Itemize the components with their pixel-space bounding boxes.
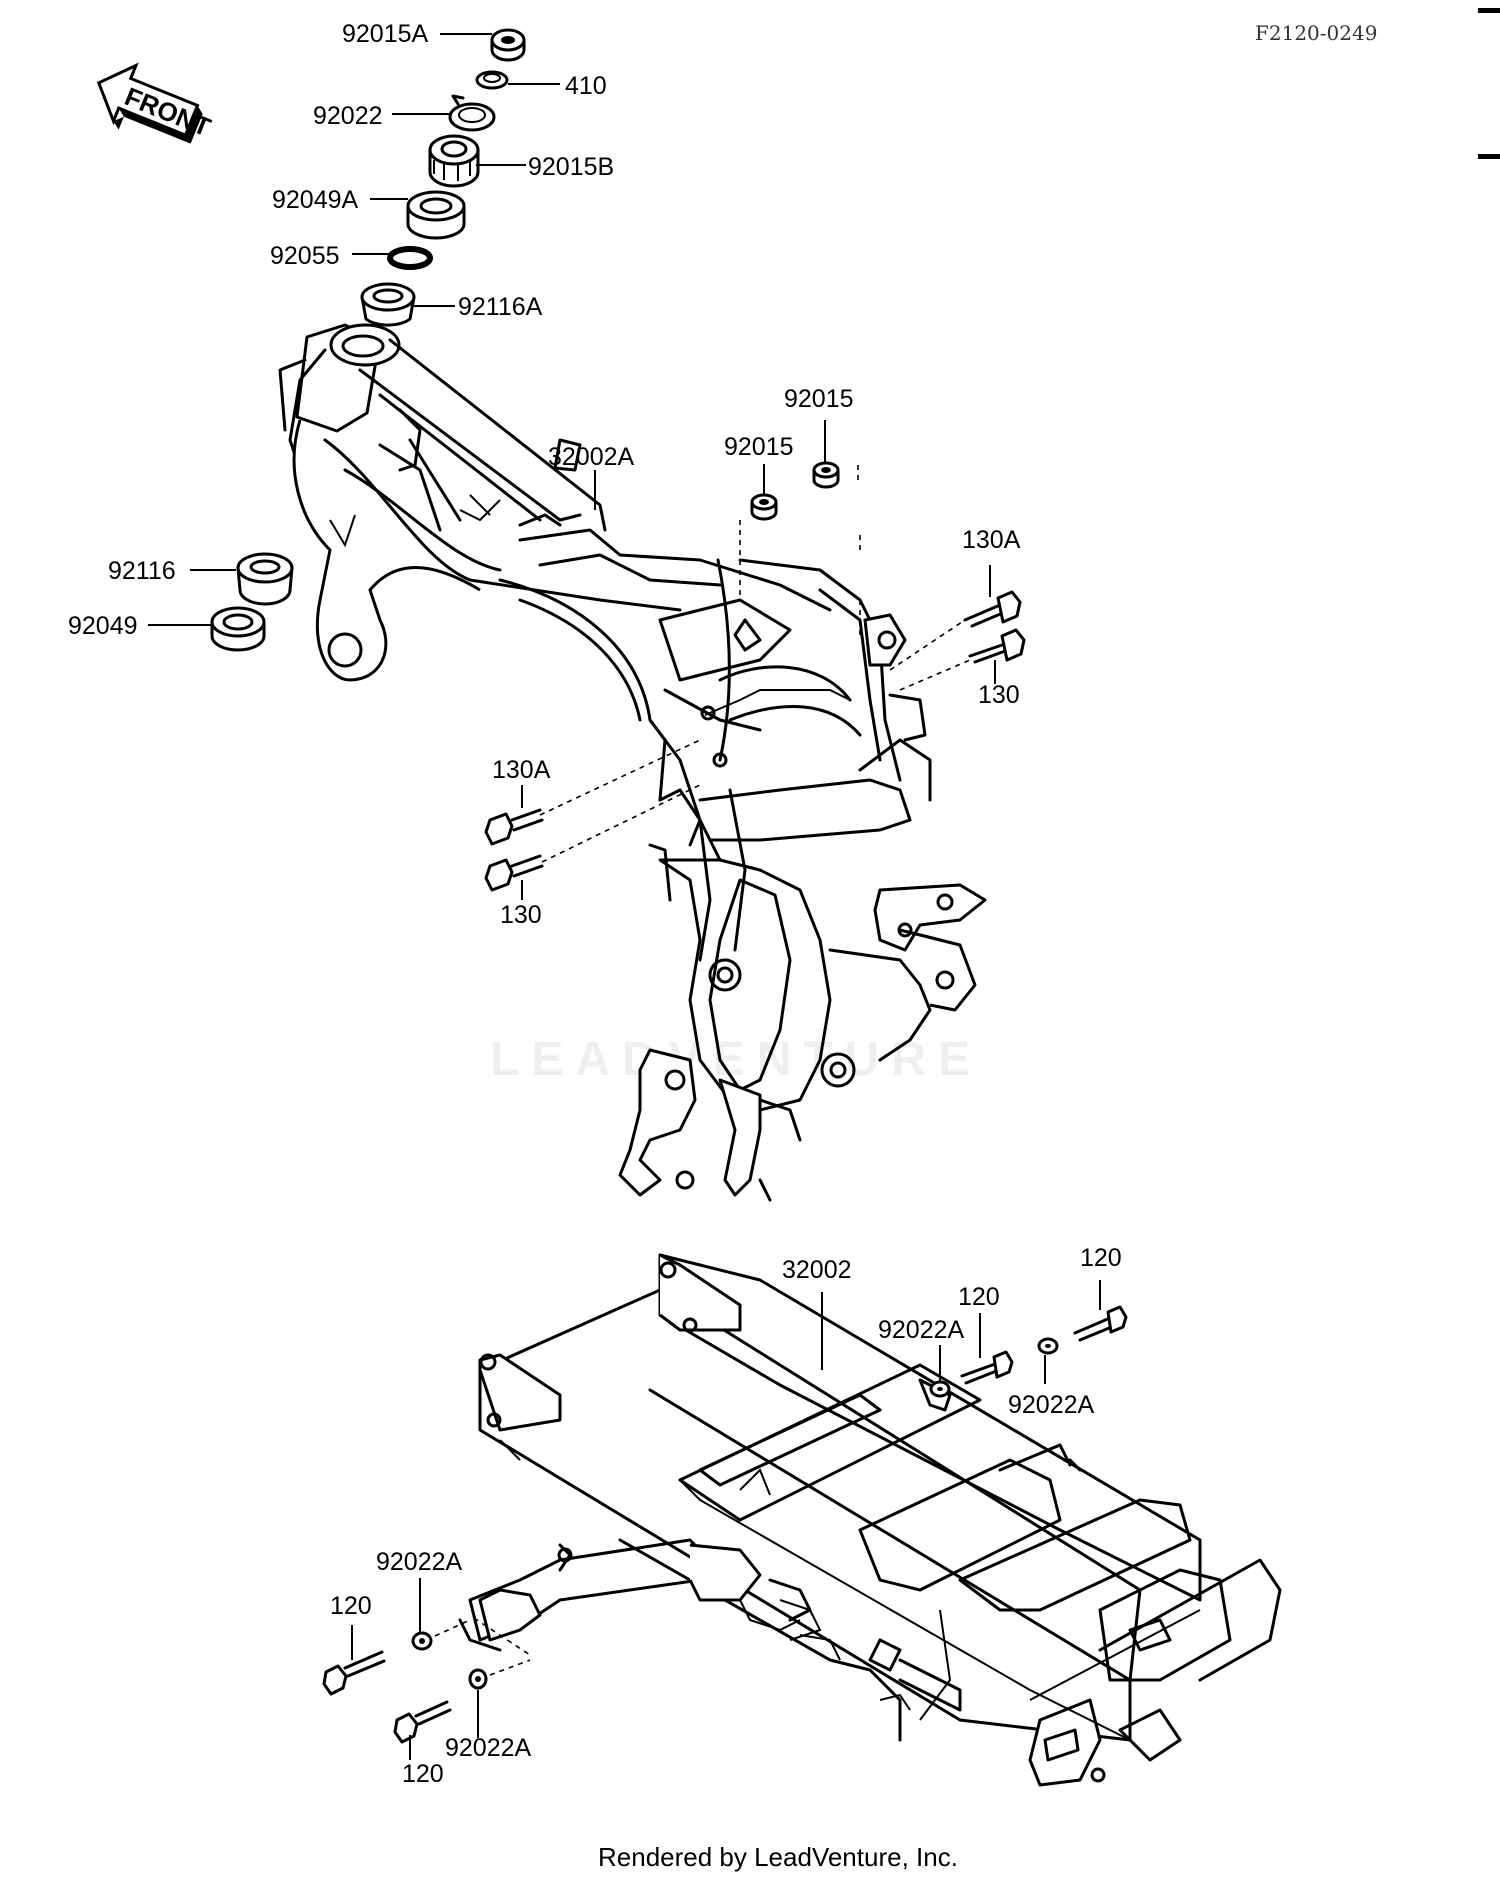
nut-guide-lines (739, 465, 861, 640)
bolt-120-top-icon (1073, 1305, 1128, 1342)
label-92015B: 92015B (528, 153, 614, 181)
label-92015-mid: 92015 (724, 433, 794, 461)
bolt-130-left-icon (484, 854, 544, 892)
subframe-32002 (458, 1253, 1282, 1787)
label-92022A-b: 92022A (1008, 1391, 1095, 1419)
leader-lines (148, 33, 1101, 1760)
bolt-130A-right-icon (963, 590, 1022, 628)
nut-92015-mid-icon (750, 493, 778, 521)
nut-92015B-icon (428, 134, 480, 188)
lock-washer-92022-icon (448, 94, 496, 132)
label-130A-left: 130A (492, 756, 551, 784)
washer-92022A-c-icon (411, 1631, 433, 1651)
label-130-left: 130 (500, 901, 542, 929)
washer-92022A-d-icon (468, 1668, 488, 1690)
front-direction-arrow-icon: FRONT (96, 62, 215, 144)
race-92116-icon (236, 552, 294, 606)
label-32002: 32002 (782, 1256, 852, 1284)
washer-92022A-a-icon (929, 1380, 951, 1398)
nut-92015A-icon (490, 28, 526, 62)
bolt-120-mid-icon (960, 1350, 1014, 1385)
label-120-left: 120 (330, 1592, 372, 1620)
washer-410-icon (475, 70, 509, 90)
bolt-guide-right (889, 619, 971, 691)
main-frame-32002A (278, 323, 987, 1202)
label-92116: 92116 (108, 557, 176, 585)
footer-credit: Rendered by LeadVenture, Inc. (598, 1842, 958, 1872)
label-92015A: 92015A (342, 20, 429, 48)
bolt-guide-left (539, 739, 701, 863)
label-92049A: 92049A (272, 186, 359, 214)
label-92022A-a: 92022A (878, 1316, 965, 1344)
label-92049: 92049 (68, 612, 138, 640)
label-92116A: 92116A (458, 293, 543, 321)
steering-stack (360, 28, 526, 327)
bolt-120-left-icon (322, 1650, 386, 1696)
bearing-92049A-icon (406, 190, 466, 240)
washer-92022A-b-icon (1037, 1337, 1059, 1355)
bearing-92049-icon (210, 606, 266, 652)
label-130-right: 130 (978, 681, 1020, 709)
label-130A-right: 130A (962, 526, 1021, 554)
nut-92015-top-icon (812, 461, 840, 489)
subframe-bolt-guides (434, 1617, 531, 1676)
label-92022A-c: 92022A (376, 1548, 463, 1576)
label-120-bottom: 120 (402, 1760, 444, 1788)
lower-bearing-group (210, 552, 294, 652)
bolt-130-right-icon (968, 628, 1026, 664)
label-92022: 92022 (313, 102, 383, 130)
bolt-120-bottom-icon (393, 1700, 452, 1744)
label-32002A: 32002A (548, 443, 635, 471)
callout-labels: 92015A 410 92022 92015B 92049A 92055 921… (68, 20, 1122, 1788)
edge-mark-top (1478, 8, 1500, 13)
label-92022A-d: 92022A (445, 1734, 532, 1762)
label-92055: 92055 (270, 242, 340, 270)
seal-92055-icon (387, 246, 433, 270)
diagram-code: F2120-0249 (1255, 21, 1377, 45)
label-120-mid: 120 (958, 1283, 1000, 1311)
race-92116A-icon (360, 282, 416, 327)
label-92015-top: 92015 (784, 385, 854, 413)
edge-mark-mid (1478, 154, 1500, 159)
label-410: 410 (565, 72, 607, 100)
bolt-130A-left-icon (484, 808, 544, 846)
label-120-top: 120 (1080, 1244, 1122, 1272)
